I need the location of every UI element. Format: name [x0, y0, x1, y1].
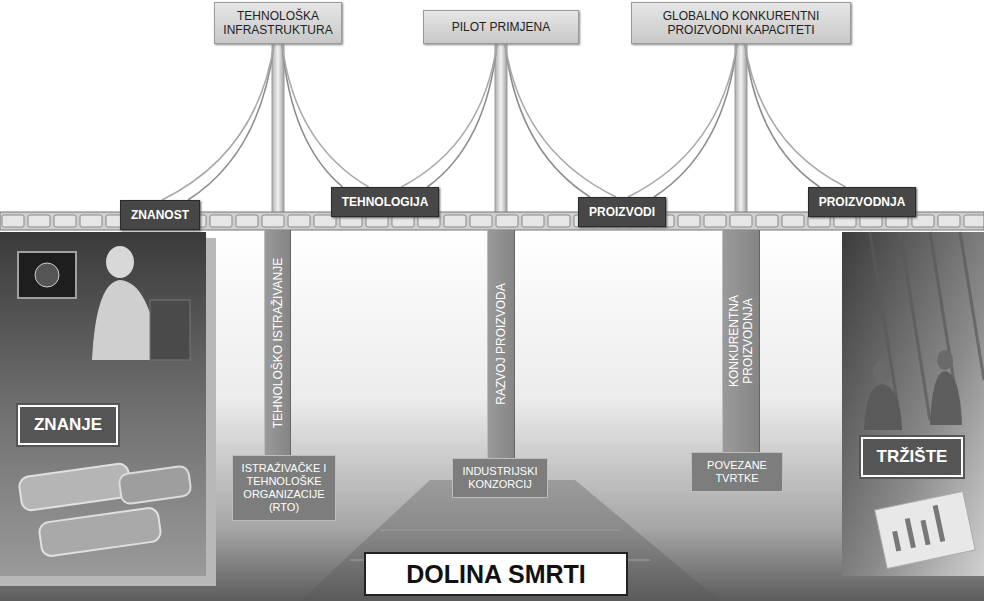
person-body [930, 371, 962, 425]
market-box: TRŽIŠTE [861, 437, 964, 477]
cable-line [282, 44, 369, 187]
chip-module [118, 465, 191, 504]
node-text: TEHNOLOGIJA [342, 195, 429, 209]
node-text: TRŽIŠTE [877, 447, 948, 467]
cable-line [162, 44, 274, 200]
node-text: RAZVOJ PROIZVODA [494, 234, 508, 454]
suspension-cable [162, 44, 274, 200]
person-head [873, 361, 891, 383]
chart-paper [875, 491, 976, 568]
bridge-pillar: KONKURENTNA PROIZVODNJA [722, 230, 760, 452]
deck-label: ZNANOST [120, 200, 200, 230]
node-text: ZNANOST [131, 208, 189, 222]
deck-label: PROIZVODNJA [808, 187, 917, 217]
bridge-pillar: TEHNOLOŠKO ISTRAŽIVANJE [264, 230, 291, 455]
cable-line [427, 44, 497, 187]
node-text: DOLINA SMRTI [406, 559, 586, 589]
node-text: TEHNOLOŠKA INFRASTRUKTURA [221, 9, 335, 37]
node-text: ISTRAŽIVAČKE I TEHNOLOŠKE ORGANIZACIJE (… [238, 462, 330, 514]
valley-banner: DOLINA SMRTI [364, 552, 628, 596]
infrastructure-box: TEHNOLOŠKA INFRASTRUKTURA [214, 2, 342, 44]
deck-label: PROIZVODI [578, 197, 666, 227]
bridge-pillar: RAZVOJ PROIZVODA [487, 230, 515, 458]
deck-label: TEHNOLOGIJA [331, 187, 440, 217]
suspension-cable [282, 44, 369, 187]
lab-photo [0, 232, 206, 576]
lab-equipment [150, 300, 190, 360]
node-text: PILOT PRIMJENA [452, 20, 550, 34]
suspension-cable [505, 44, 616, 197]
pillar-base-box: ISTRAŽIVAČKE I TEHNOLOŠKE ORGANIZACIJE (… [232, 455, 336, 521]
cable-line [282, 44, 343, 187]
node-text: PROIZVODI [589, 205, 655, 219]
capacity-box: GLOBALNO KONKURENTNI PROIZVODNI KAPACITE… [631, 2, 851, 44]
node-text: TEHNOLOŠKO ISTRAŽIVANJE [271, 235, 285, 450]
node-text: INDUSTRIJSKI KONZORCIJ [458, 465, 542, 491]
chip-module [18, 463, 132, 512]
chip-module [38, 507, 162, 557]
cable-line [505, 44, 616, 197]
node-text: ZNANJE [34, 415, 102, 435]
node-text: KONKURENTNA PROIZVODNJA [727, 281, 755, 401]
suspension-cable [745, 44, 846, 187]
suspension-cable [628, 44, 737, 197]
node-text: GLOBALNO KONKURENTNI PROIZVODNI KAPACITE… [638, 9, 844, 37]
bridge-tower [495, 30, 507, 215]
lab-worker-head [106, 246, 134, 278]
person-body [864, 384, 902, 430]
pilot-box: PILOT PRIMJENA [423, 10, 579, 44]
bridge-tower [735, 30, 747, 215]
valley-road [300, 480, 720, 601]
suspension-cable [401, 44, 497, 187]
node-text: POVEZANE TVRTKE [697, 459, 777, 485]
monitor-screen [35, 263, 59, 287]
lab-monitor [18, 252, 76, 298]
bridge-tower [272, 30, 284, 215]
knowledge-box: ZNANJE [18, 405, 118, 445]
pillar-base-box: POVEZANE TVRTKE [691, 452, 783, 492]
node-text: PROIZVODNJA [819, 195, 906, 209]
cable-line [745, 44, 820, 187]
cable-line [401, 44, 497, 187]
cable-line [654, 44, 737, 197]
pillar-base-box: INDUSTRIJSKI KONZORCIJ [452, 458, 548, 498]
market-photo [842, 232, 984, 576]
paper-bars [891, 505, 943, 551]
person-head [937, 350, 953, 370]
cable-line [628, 44, 737, 197]
cable-line [745, 44, 846, 187]
